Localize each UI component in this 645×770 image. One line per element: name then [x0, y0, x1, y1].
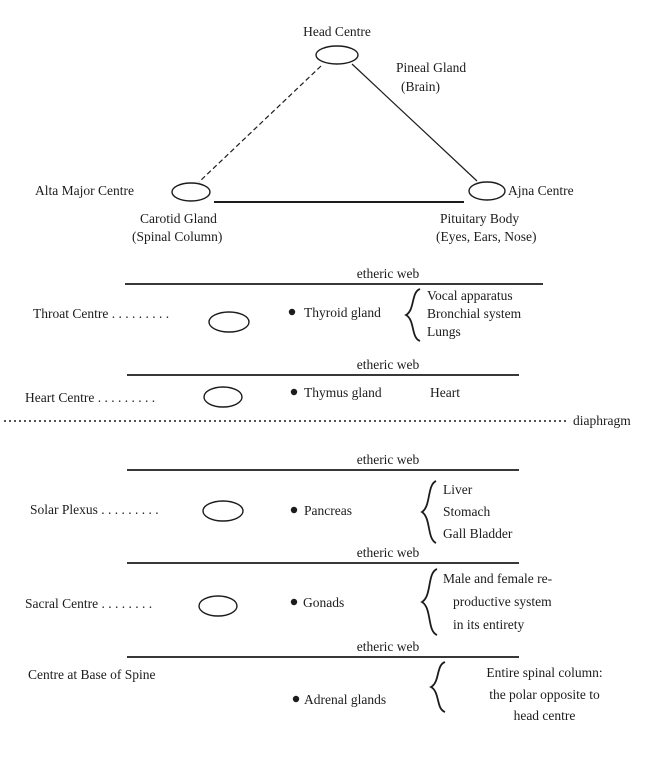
- gonads-bullet-icon: [290, 598, 298, 606]
- etheric-web-label-3: etheric web: [356, 452, 420, 467]
- solar-plexus-label: Solar Plexus . . . . . . . . .: [30, 502, 159, 518]
- throat-brace-icon: [404, 288, 421, 342]
- solar-plexus-text: Solar Plexus: [30, 502, 98, 517]
- head-centre-ellipse: [315, 45, 359, 65]
- pineal-gland-label: Pineal Gland: [396, 60, 467, 75]
- sacral-centre-label: Sacral Centre . . . . . . . .: [25, 596, 152, 612]
- organ-item: Gall Bladder: [443, 526, 513, 541]
- sacral-centre-ellipse: [198, 595, 238, 617]
- ajna-centre-label: Ajna Centre: [508, 183, 574, 198]
- heart-centre-label: Heart Centre . . . . . . . . .: [25, 390, 155, 406]
- organ-item: Liver: [443, 482, 473, 497]
- heart-centre-ellipse: [203, 386, 243, 408]
- alta-major-ellipse: [171, 182, 211, 202]
- throat-organ-list: Vocal apparatus Bronchial system Lungs: [427, 287, 521, 341]
- organ-item: Male and female re-: [443, 571, 553, 586]
- organ-item: Entire spinal column:: [486, 665, 603, 680]
- etheric-web-label-1: etheric web: [356, 266, 420, 281]
- alta-major-centre-label: Alta Major Centre: [35, 183, 134, 198]
- carotid-gland-label: Carotid Gland: [140, 211, 217, 226]
- organ-item: head centre: [513, 708, 576, 723]
- throat-centre-label: Throat Centre . . . . . . . . .: [33, 306, 169, 322]
- etheric-web-label-5: etheric web: [356, 639, 420, 654]
- throat-leader-dots: . . . . . . . . .: [111, 306, 170, 321]
- carotid-gland-sublabel: (Spinal Column): [132, 229, 223, 244]
- thymus-bullet-icon: [290, 388, 298, 396]
- sacral-brace-icon: [420, 568, 438, 636]
- solar-organ-list: Liver Stomach Gall Bladder: [443, 479, 512, 545]
- organ-item: Stomach: [443, 504, 491, 519]
- etheric-web-label-2: etheric web: [356, 357, 420, 372]
- head-centre-label: Head Centre: [303, 24, 371, 39]
- etheric-web-label-4: etheric web: [356, 545, 420, 560]
- sacral-leader-dots: . . . . . . . .: [101, 596, 153, 611]
- organ-item: Lungs: [427, 324, 461, 339]
- heart-centre-text: Heart Centre: [25, 390, 95, 405]
- diaphragm-label: diaphragm: [573, 413, 631, 428]
- throat-centre-text: Throat Centre: [33, 306, 109, 321]
- sacral-organ-list: Male and female re- productive system in…: [443, 567, 552, 636]
- pituitary-body-sublabel: (Eyes, Ears, Nose): [436, 229, 537, 244]
- base-of-spine-centre-label: Centre at Base of Spine: [28, 667, 156, 682]
- sacral-centre-text: Sacral Centre: [25, 596, 99, 611]
- organ-item: in its entirety: [453, 617, 525, 632]
- pancreas-bullet-icon: [290, 506, 298, 514]
- solar-leader-dots: . . . . . . . . .: [101, 502, 159, 517]
- adrenal-glands-label: Adrenal glands: [304, 692, 387, 707]
- organ-item: Vocal apparatus: [427, 288, 513, 303]
- thyroid-gland-label: Thyroid gland: [304, 305, 381, 320]
- heart-leader-dots: . . . . . . . . .: [97, 390, 156, 405]
- gonads-label: Gonads: [303, 595, 345, 610]
- triangle-right-line: [351, 63, 478, 182]
- thymus-gland-label: Thymus gland: [304, 385, 382, 400]
- pineal-gland-sublabel: (Brain): [401, 79, 440, 94]
- thyroid-bullet-icon: [288, 308, 296, 316]
- pancreas-label: Pancreas: [304, 503, 352, 518]
- base-brace-icon: [429, 661, 446, 713]
- organ-item: the polar opposite to: [489, 686, 600, 702]
- solar-plexus-ellipse: [202, 500, 244, 522]
- heart-organ-label: Heart: [430, 385, 460, 400]
- organ-item: Bronchial system: [427, 306, 522, 321]
- solar-brace-icon: [420, 480, 437, 544]
- triangle-left-line: [198, 65, 322, 183]
- ajna-ellipse: [468, 181, 506, 201]
- organ-item: productive system: [453, 594, 552, 609]
- base-organ-list: Entire spinal column: the polar opposite…: [447, 662, 642, 727]
- adrenal-bullet-icon: [292, 695, 300, 703]
- pituitary-body-label: Pituitary Body: [440, 211, 520, 226]
- throat-centre-ellipse: [208, 311, 250, 333]
